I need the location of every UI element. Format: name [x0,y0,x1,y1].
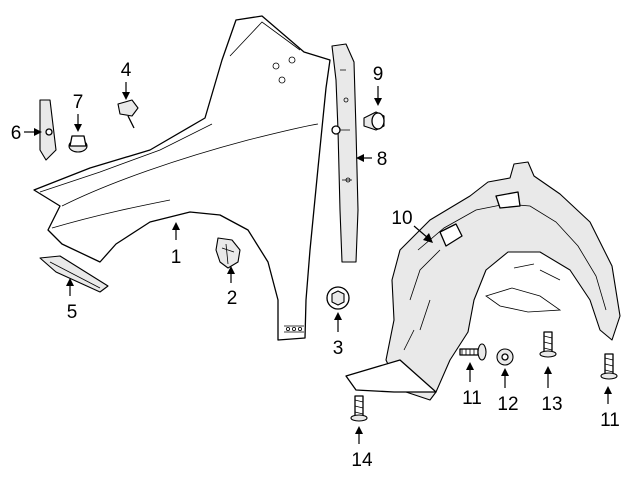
arrow-7 [74,114,82,132]
arrow-1 [172,222,180,240]
bolt-part-11-left [459,343,487,361]
leader-arrows [24,82,612,444]
callout-6: 6 [11,123,22,144]
fender-liner-part-10 [345,161,621,401]
seal-strip-part-5 [39,255,109,293]
arrow-8 [356,154,372,162]
callout-labels: 1 2 3 4 5 6 7 8 9 10 11 12 13 11 14 [11,60,620,471]
arrow-12 [544,366,552,388]
nut-part-3 [326,286,350,310]
arrow-14 [355,426,363,444]
arrow-13 [501,368,509,388]
arrow-4 [122,82,130,100]
fender-panel [33,15,331,341]
callout-12: 13 [541,394,562,415]
callout-10: 10 [391,208,412,229]
arrow-3 [334,312,342,332]
callout-8: 8 [377,149,388,170]
callout-11-right: 11 [600,410,620,431]
grommet-part-7 [68,135,88,153]
callout-7: 7 [73,92,84,113]
arrow-6 [24,128,42,136]
arrow-9 [374,86,382,106]
clip-part-9 [363,111,385,131]
screw-part-12 [539,331,557,358]
arrow-2 [227,266,235,283]
bracket-part-6 [39,99,57,161]
callout-2: 2 [227,288,238,309]
callout-5: 5 [67,302,78,323]
callout-3: 3 [333,338,344,359]
screw-part-11-right [600,353,618,380]
clip-part-4 [117,99,139,129]
callout-11-left: 11 [462,388,482,409]
clip-part-2 [215,237,241,269]
callout-1: 1 [171,247,182,268]
arrow-11-right [604,386,612,404]
screw-part-14 [350,395,368,422]
nut-part-13 [496,348,514,366]
arrow-5 [66,278,74,296]
callout-14: 14 [351,450,373,471]
callout-4: 4 [121,60,132,81]
arrow-10 [413,225,433,243]
callout-9: 9 [373,64,384,85]
arrow-11-left [466,362,474,382]
reinforcement-part-8 [331,43,359,263]
callout-13: 12 [497,394,518,415]
